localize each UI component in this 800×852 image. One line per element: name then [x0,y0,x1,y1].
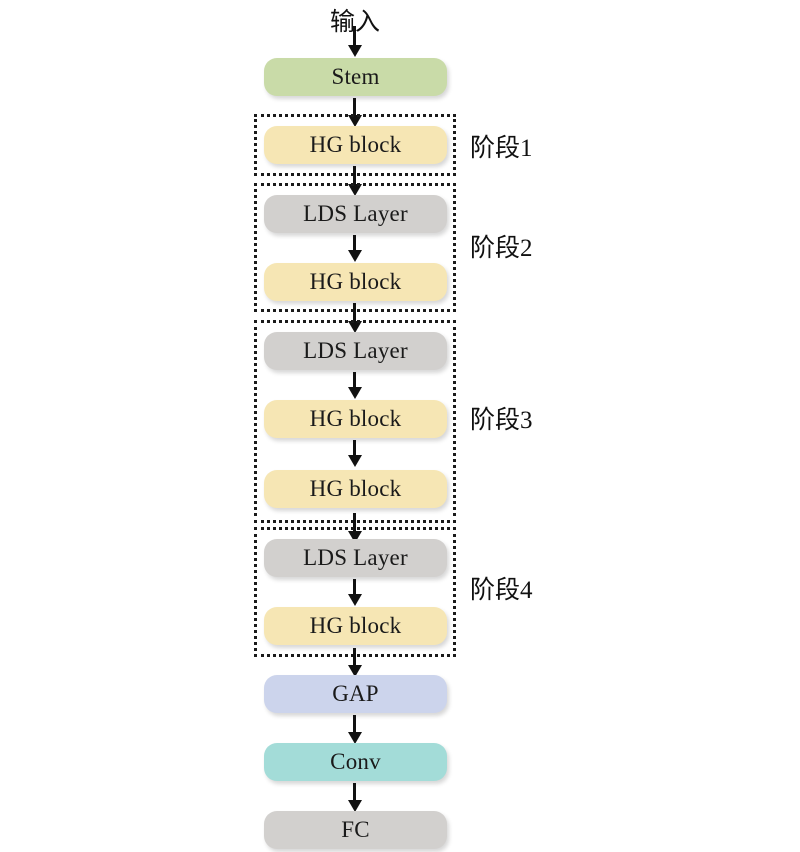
arrow-lds4-to-hg4 [347,579,362,606]
stage-label-4: 阶段4 [470,577,533,604]
node-hg-block-3b-label: HG block [309,476,402,501]
stage-label-1: 阶段1 [470,135,533,162]
node-hg-block-3a: HG block [264,400,447,438]
node-hg-block-2: HG block [264,263,447,301]
arrow-lds2-to-hg2 [347,235,362,262]
arrow-conv-to-fc [347,783,362,812]
arrow-stem-to-stage1 [347,98,362,127]
stage-label-2: 阶段2 [470,235,533,262]
arrow-input-to-stem [347,26,362,57]
arrow-gap-to-conv [347,715,362,744]
node-conv-label: Conv [330,749,381,774]
arrow-lds3-to-hg3a [347,372,362,399]
node-hg-block-2-label: HG block [309,269,402,294]
node-hg-block-1: HG block [264,126,447,164]
arrow-hg3a-to-hg3b [347,440,362,467]
node-conv: Conv [264,743,447,781]
node-hg-block-1-label: HG block [309,132,402,157]
node-hg-block-3a-label: HG block [309,406,402,431]
node-stem: Stem [264,58,447,96]
node-lds-layer-3-label: LDS Layer [303,338,408,363]
stage-label-3: 阶段3 [470,407,533,434]
node-lds-layer-4: LDS Layer [264,539,447,577]
node-stem-label: Stem [331,64,380,89]
node-lds-layer-2-label: LDS Layer [303,201,408,226]
arrow-stage2-to-stage3 [347,303,362,333]
input-label: 输入 [0,2,800,38]
arrow-stage4-to-gap [347,648,362,677]
node-lds-layer-3: LDS Layer [264,332,447,370]
node-hg-block-4: HG block [264,607,447,645]
node-fc: FC [264,811,447,849]
node-hg-block-3b: HG block [264,470,447,508]
node-hg-block-4-label: HG block [309,613,402,638]
arrow-stage1-to-stage2 [347,166,362,196]
node-fc-label: FC [341,817,370,842]
node-lds-layer-2: LDS Layer [264,195,447,233]
node-lds-layer-4-label: LDS Layer [303,545,408,570]
node-gap: GAP [264,675,447,713]
node-gap-label: GAP [332,681,379,706]
